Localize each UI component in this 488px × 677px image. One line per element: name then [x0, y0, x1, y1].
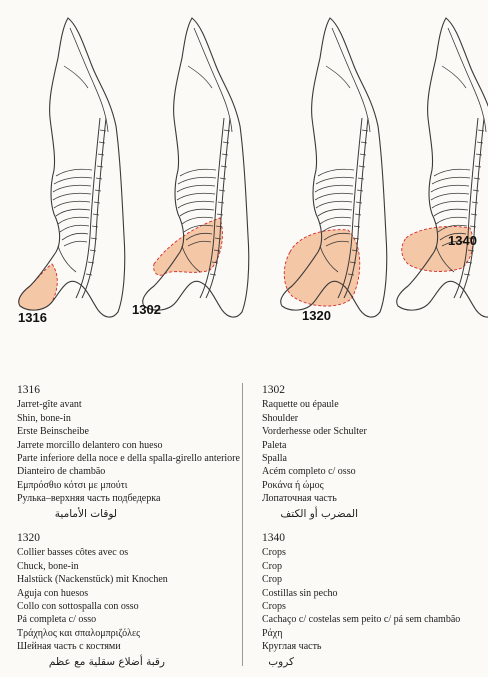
figure-label-1316: 1316 — [18, 310, 47, 325]
cut-name-line: Лопаточная часть — [262, 493, 337, 505]
cut-name-arabic: لوقات الأمامية — [54, 507, 117, 520]
cut-name-arabic: كروب — [268, 655, 294, 668]
cut-code: 1302 — [262, 384, 285, 396]
cut-name-line: Shin, bone-in — [17, 412, 71, 424]
cut-name-line: Рулька–верхняя часть подбедерка — [17, 493, 161, 505]
cut-name-arabic: رقبة أضلاع سقلية مع عظم — [48, 655, 165, 668]
figure-label-1302: 1302 — [132, 302, 161, 317]
cut-name-line: Jarrete morcillo delantero con hueso — [17, 439, 163, 451]
cut-name-line: Acém completo c/ osso — [262, 466, 356, 478]
cut-code: 1340 — [262, 532, 285, 544]
cut-panel-1302: 1302 Raquette ou épaule Shoulder Vorderh… — [262, 384, 367, 521]
figure-label-1320: 1320 — [302, 308, 331, 323]
cut-name-line: Paleta — [262, 439, 287, 451]
highlight-shin-1316 — [18, 263, 58, 311]
cut-name-line: Halstück (Nackenstück) mit Knochen — [17, 574, 168, 586]
cut-name-line: Круглая часть — [262, 641, 322, 653]
cut-name-line: Raquette ou épaule — [262, 399, 339, 411]
cut-name-line: Dianteiro de chambão — [17, 466, 106, 478]
cut-name-line: Collier basses côtes avec os — [17, 547, 129, 559]
cut-name-line: Pá completa c/ osso — [17, 614, 97, 626]
cut-name-line: Chuck, bone-in — [17, 560, 79, 572]
cut-name-line: Vorderhesse oder Schulter — [262, 426, 367, 438]
cut-name-line: Collo con sottospalla con osso — [17, 601, 139, 613]
cut-name-line: Ράχη — [262, 627, 283, 639]
column-divider — [242, 383, 243, 666]
cut-name-line: Costillas sin pecho — [262, 587, 338, 599]
cut-name-line: Crops — [262, 547, 286, 559]
carcass-diagram — [18, 17, 488, 318]
cut-name-line: Εμπρόσθιο κότσι με μπούτι — [17, 479, 128, 491]
cut-name-line: Jarret-gîte avant — [17, 399, 82, 411]
figure-label-1340: 1340 — [448, 233, 477, 248]
cut-name-line: Crop — [262, 574, 282, 586]
cut-name-line: Aguja con huesos — [17, 587, 89, 599]
cut-panel-1316: 1316 Jarret-gîte avant Shin, bone-in Ers… — [17, 384, 240, 521]
cut-name-line: Ροκάνα ή ώμος — [262, 479, 324, 491]
cut-name-line: Шейная часть с костями — [17, 641, 121, 653]
highlight-chuck-1320 — [283, 229, 361, 307]
cut-name-line: Erste Beinscheibe — [17, 426, 89, 438]
cut-name-line: Crop — [262, 560, 282, 572]
cut-code: 1316 — [17, 384, 40, 396]
cut-panel-1340: 1340 Crops Crop Crop Costillas sin pecho… — [262, 532, 460, 669]
cut-name-line: Parte inferiore della noce e della spall… — [17, 453, 240, 465]
cut-panel-1320: 1320 Collier basses côtes avec os Chuck,… — [17, 532, 168, 669]
cut-code: 1320 — [17, 532, 40, 544]
highlight-shoulder-1302 — [153, 217, 223, 276]
cut-name-line: Shoulder — [262, 412, 299, 424]
cut-name-line: Cachaço c/ costelas sem peito c/ pá sem … — [262, 614, 461, 626]
cut-name-line: Τράχηλος και σπαλομπριζόλες — [17, 627, 141, 639]
cut-name-line: Spalla — [262, 453, 287, 465]
cut-name-arabic: المضرب أو الكتف — [280, 507, 358, 520]
cut-name-line: Crops — [262, 601, 286, 613]
